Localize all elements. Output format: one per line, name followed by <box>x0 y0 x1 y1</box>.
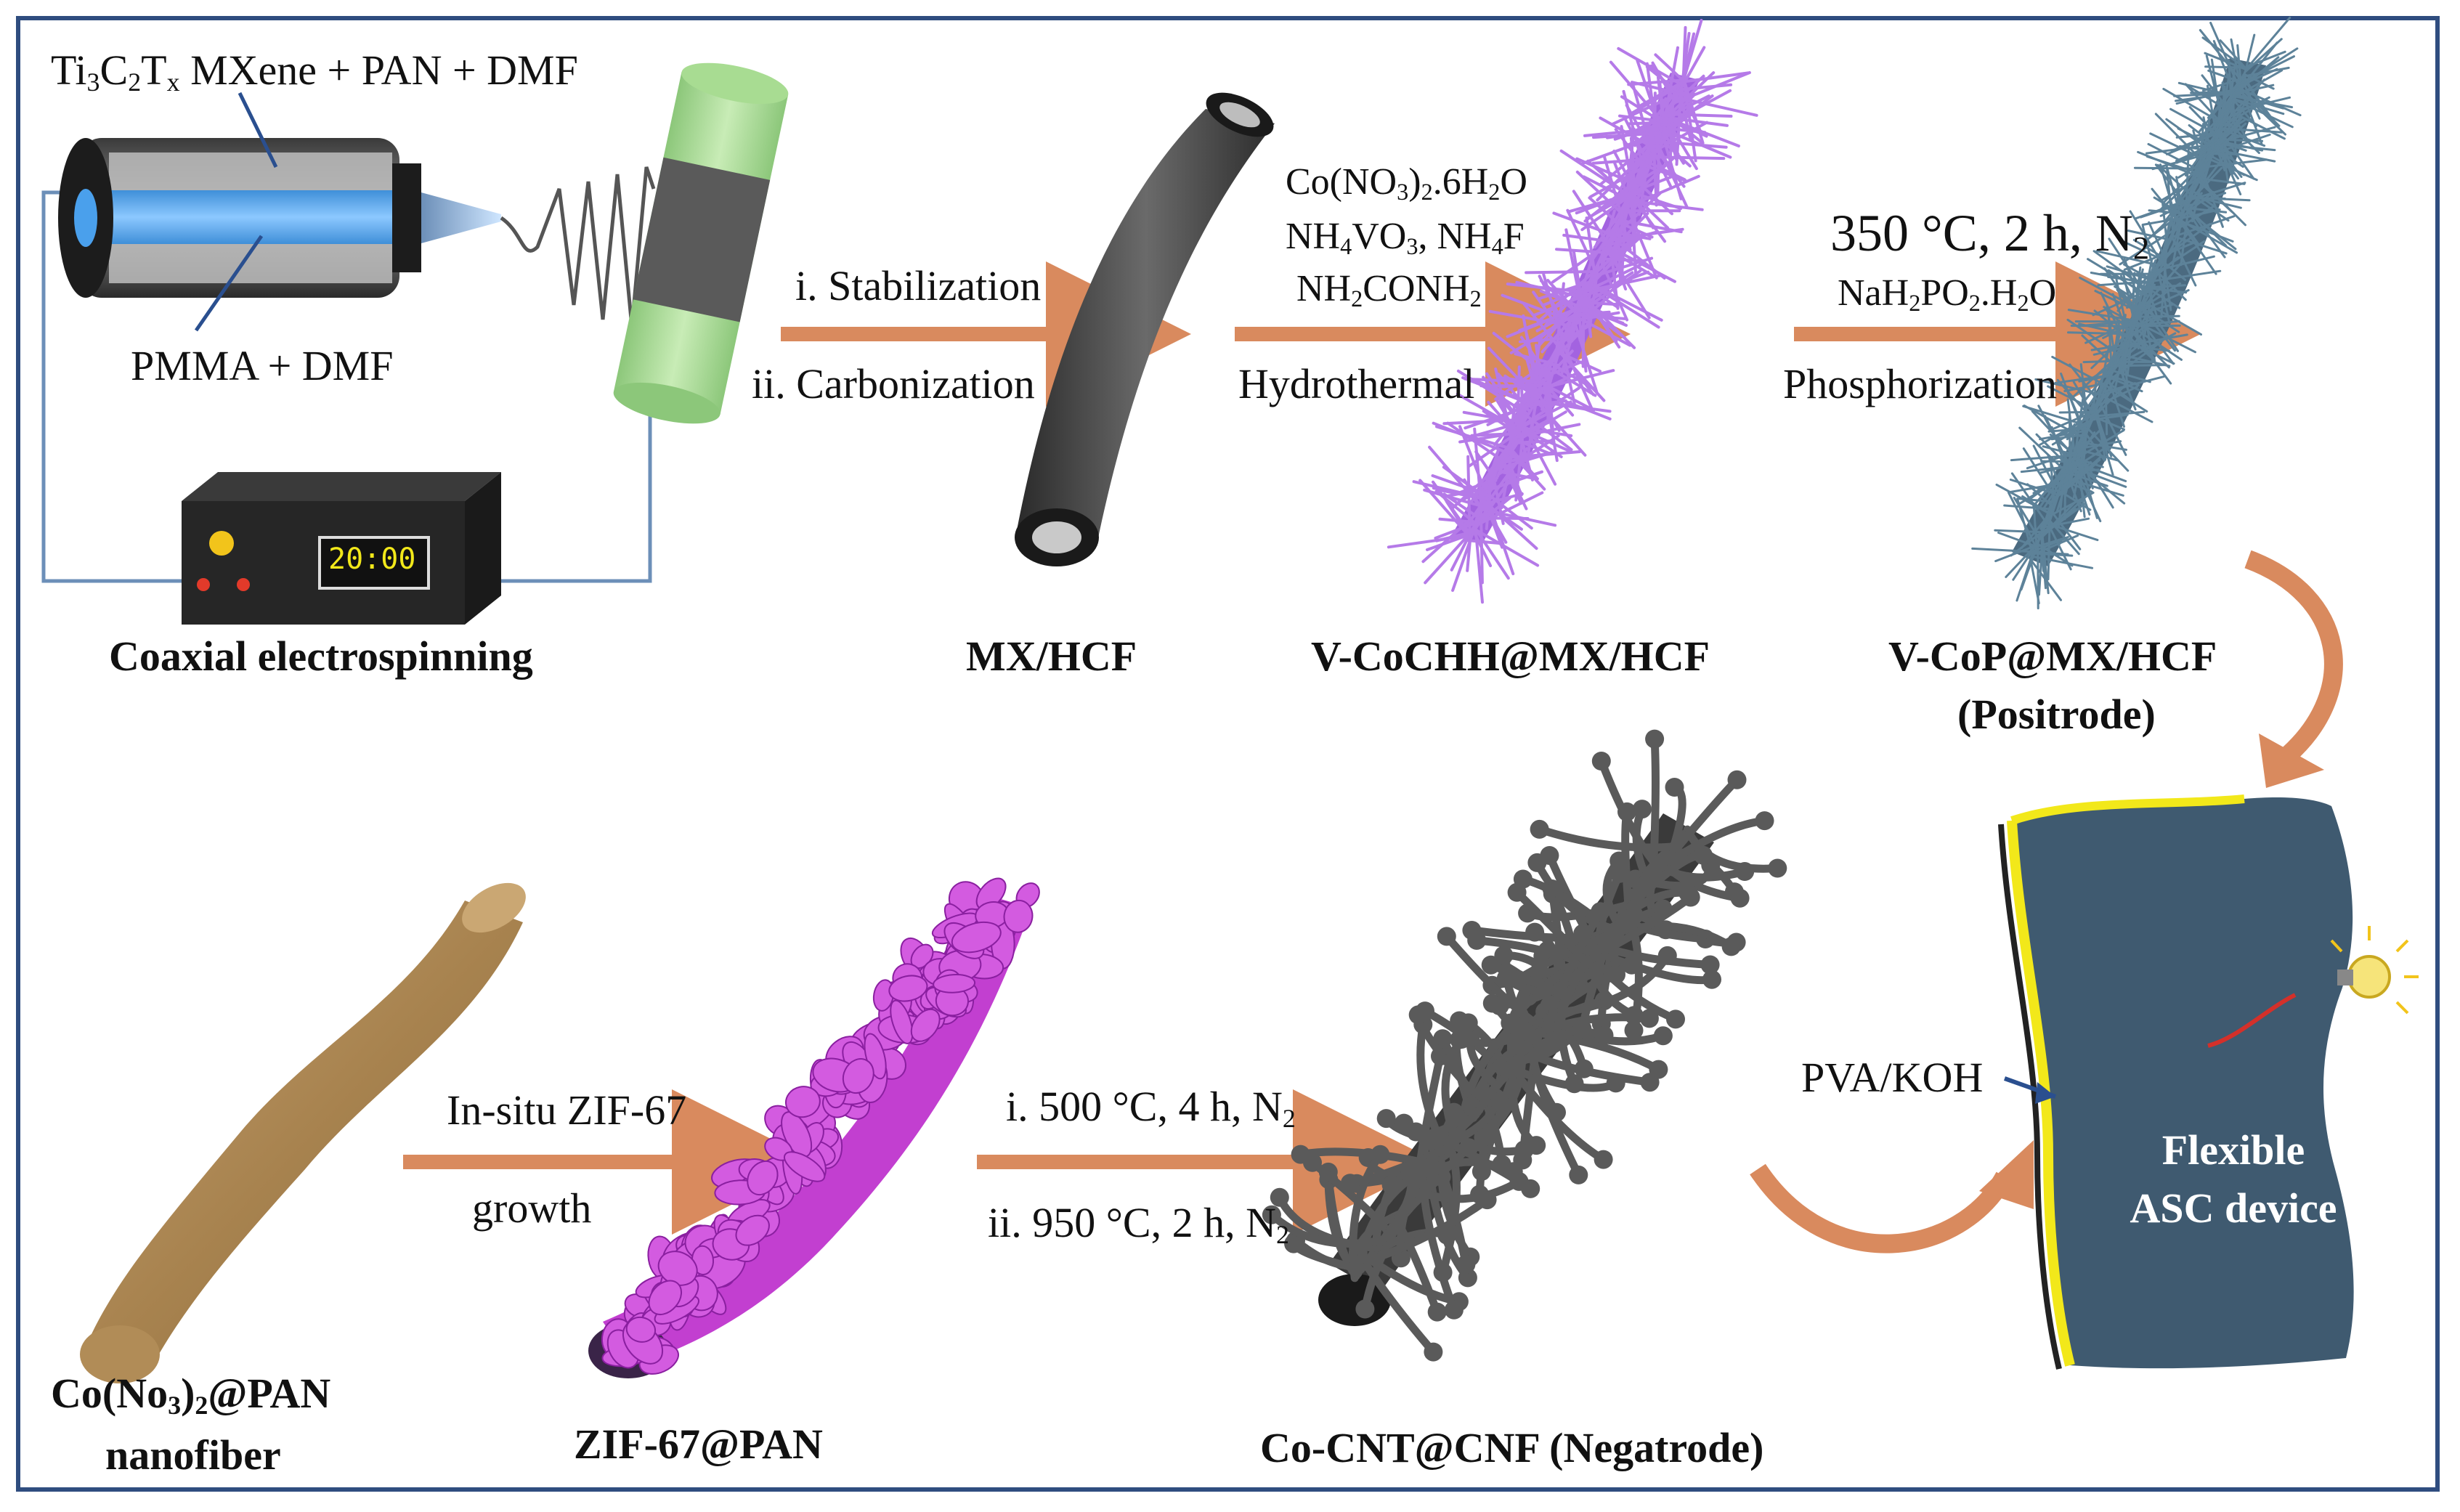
label-zif67-pan: ZIF-67@PAN <box>574 1420 823 1468</box>
device-body <box>2012 797 2354 1369</box>
electrospinning-setup <box>41 62 789 625</box>
label-device-line2: ASC device <box>2130 1184 2337 1232</box>
power-knob-icon <box>209 531 234 556</box>
power-display: 20:00 <box>328 542 416 576</box>
circuit-wire-right <box>501 414 652 583</box>
v-cochh-fiber <box>1387 19 1758 604</box>
label-stabilization: i. Stabilization <box>795 262 1042 309</box>
label-core-solution: Ti3C2Tx MXene + PAN + DMF <box>51 46 578 97</box>
collector-drum <box>613 62 789 424</box>
label-heat-step2: ii. 950 °C, 2 h, N2 <box>988 1199 1289 1249</box>
label-nanofiber: nanofiber <box>105 1431 281 1479</box>
arrow-positrode-to-device <box>2244 550 2343 763</box>
label-v-cochh: V-CoCHH@MX/HCF <box>1311 633 1710 680</box>
mx-hcf-fiber <box>1015 92 1275 566</box>
power-supply <box>182 472 501 625</box>
label-reagent-nh4vo3: NH4VO3, NH4F <box>1286 216 1525 260</box>
label-mx-hcf: MX/HCF <box>966 633 1137 680</box>
label-coaxial-electrospinning: Coaxial electrospinning <box>109 633 533 680</box>
label-carbonization: ii. Carbonization <box>752 360 1035 407</box>
electrospinning-jet <box>500 166 656 328</box>
label-precursor-fiber: Co(No3)2@PAN <box>51 1370 331 1420</box>
pointer-core <box>238 92 278 168</box>
label-reagent-urea: NH2CONH2 <box>1296 268 1482 312</box>
syringe-core-channel <box>109 190 392 244</box>
power-led-icon <box>197 578 210 591</box>
separator-edge <box>2007 820 2075 1367</box>
process-arrows <box>403 261 2343 1253</box>
label-reagent-co-nitrate: Co(NO3)2.6H2O <box>1286 161 1527 206</box>
label-shell-solution: PMMA + DMF <box>131 342 394 389</box>
label-zif-growth-2: growth <box>472 1184 592 1232</box>
label-v-cop: V-CoP@MX/HCF <box>1888 633 2217 680</box>
wire-icon <box>2207 993 2297 1048</box>
arrow-negatrode-to-device <box>1750 1163 2013 1253</box>
zif67-fiber <box>588 877 1040 1378</box>
label-positrode: (Positrode) <box>1957 691 2156 738</box>
figure-frame <box>16 16 2440 1492</box>
co-cnt-fiber <box>1262 729 1787 1362</box>
spinneret-needle-icon <box>421 192 501 243</box>
pointer-shell <box>194 235 264 332</box>
circuit-wire-left <box>41 190 182 583</box>
label-heat-step1: i. 500 °C, 4 h, N2 <box>1006 1083 1296 1133</box>
label-zif-growth-1: In-situ ZIF-67 <box>447 1086 687 1134</box>
label-phosphorization: Phosphorization <box>1783 360 2057 407</box>
label-phosphorization-condition: 350 °C, 2 h, N2 <box>1830 204 2150 267</box>
asc-device <box>1998 794 2419 1370</box>
light-bulb-icon <box>2347 955 2391 999</box>
label-device-line1: Flexible <box>2161 1126 2305 1174</box>
label-negatrode: Co-CNT@CNF (Negatrode) <box>1260 1424 1764 1471</box>
pan-nanofiber <box>80 882 526 1383</box>
label-electrolyte: PVA/KOH <box>1801 1054 1984 1101</box>
label-reagent-nah2po2: NaH2PO2.H2O <box>1838 272 2057 317</box>
label-hydrothermal: Hydrothermal <box>1238 360 1475 407</box>
v-cop-fiber <box>1971 16 2302 610</box>
